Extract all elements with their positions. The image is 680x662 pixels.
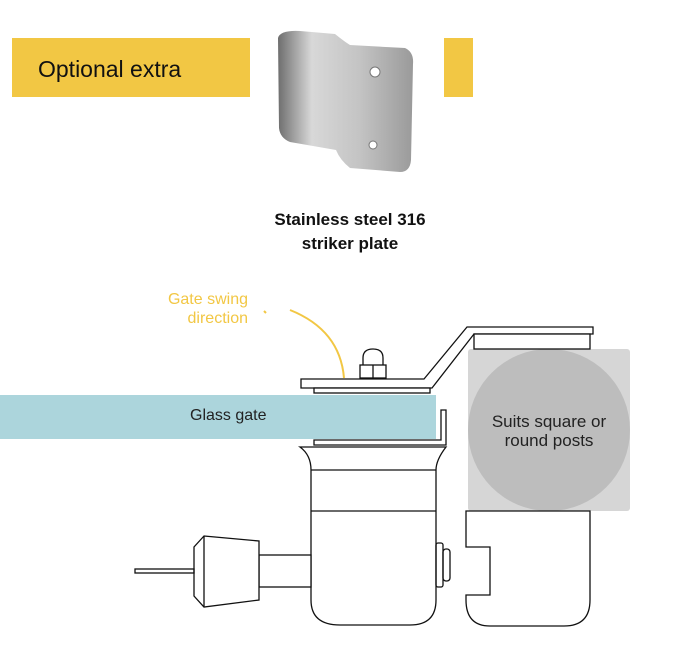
caption-line-2: striker plate xyxy=(301,234,399,253)
swing-line-2: direction xyxy=(187,310,248,327)
swing-arrow xyxy=(289,309,345,379)
post-label: Suits square or round posts xyxy=(468,412,630,450)
glass-gate-label: Glass gate xyxy=(190,407,267,424)
post-line-2: round posts xyxy=(504,431,594,450)
glass-gate xyxy=(0,395,436,439)
round-post xyxy=(468,349,630,511)
optional-extra-label: Optional extra xyxy=(38,56,182,82)
product-caption: Stainless steel 316 striker plate xyxy=(230,208,470,256)
banner-band-right xyxy=(444,38,473,97)
latch-outline xyxy=(134,326,594,627)
striker-plate-image xyxy=(278,30,414,173)
swing-line-1: Gate swing xyxy=(167,291,248,308)
swing-arrow-tip xyxy=(263,310,267,314)
post-line-1: Suits square or xyxy=(491,412,607,431)
caption-line-1: Stainless steel 316 xyxy=(274,210,426,229)
swing-direction-label: Gate swing direction xyxy=(120,290,248,328)
banner-band-left xyxy=(12,38,250,97)
